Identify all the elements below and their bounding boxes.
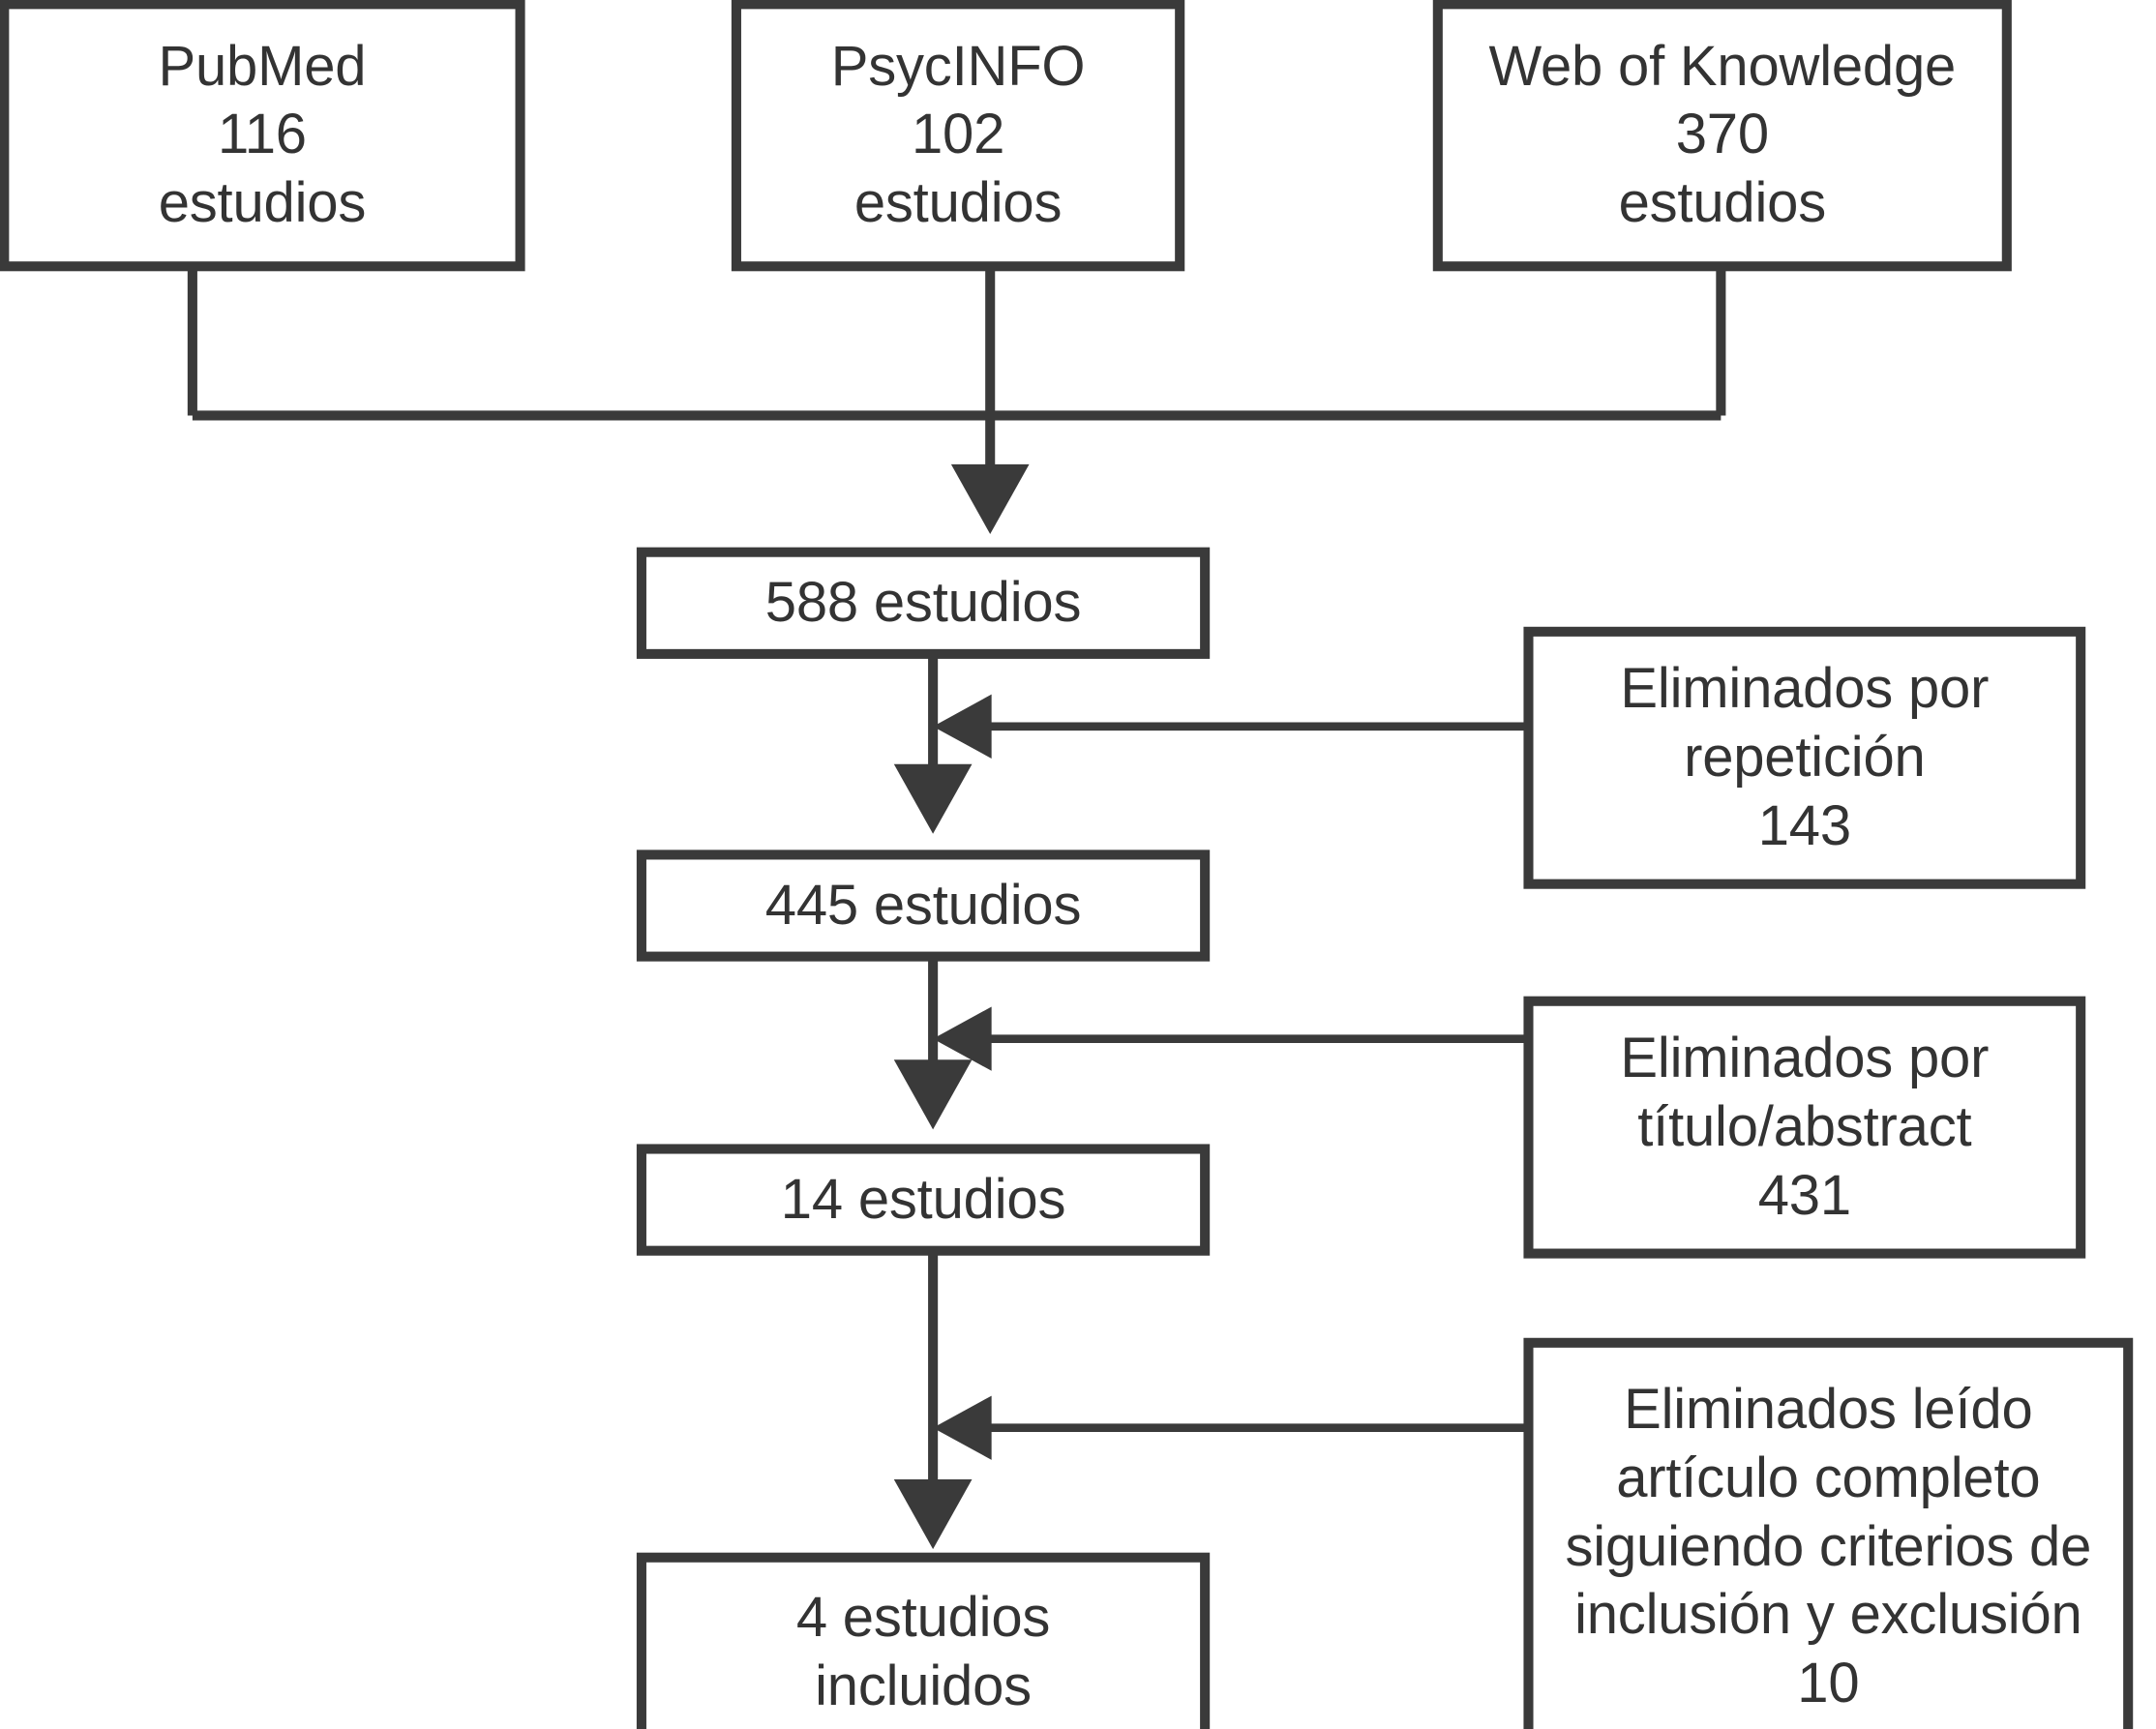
stage-box-included[interactable] [636,1552,1211,1729]
arrowhead-duplicates-exclusion [933,694,992,759]
arrowhead-full-text-exclusion [933,1395,992,1460]
stage-box-after-title-abstract[interactable] [636,1144,1211,1256]
source-box-web-of-knowledge[interactable] [1432,0,2012,272]
stage-box-identified[interactable] [636,547,1211,659]
arrowhead-identified-to-after-duplicates [893,763,973,834]
arrowhead-after-duplicates-to-after-title-abstract [893,1059,973,1130]
stage-box-after-duplicates[interactable] [636,850,1211,962]
exclusion-box-title-abstract[interactable] [1523,996,2086,1259]
exclusion-box-duplicates[interactable] [1523,626,2086,889]
source-box-psycinfo[interactable] [731,0,1185,272]
arrowhead-after-title-abstract-to-included [893,1479,973,1550]
arrowhead-merge-to-identified [950,463,1030,534]
source-box-pubmed[interactable] [0,0,525,272]
arrowhead-title-abstract-exclusion [933,1006,992,1071]
exclusion-box-full-text[interactable] [1523,1337,2134,1729]
